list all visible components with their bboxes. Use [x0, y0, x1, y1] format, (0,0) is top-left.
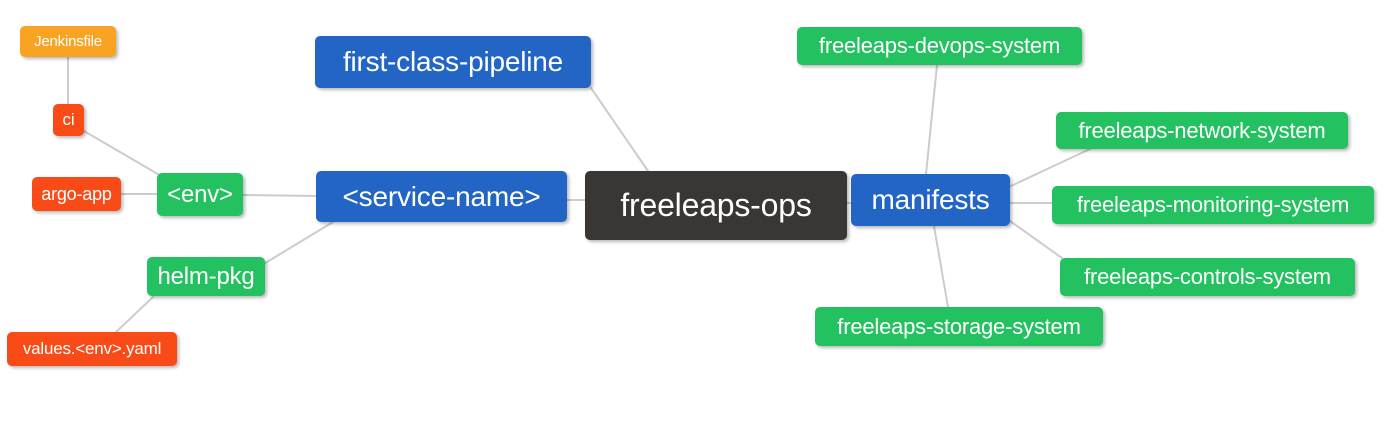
node-jenkinsfile[interactable]: Jenkinsfile	[20, 26, 116, 57]
edge-env-service-name	[242, 194, 317, 197]
edge-values-helm-pkg	[115, 296, 154, 333]
edge-manifests-devops	[925, 64, 938, 175]
node-service-name[interactable]: <service-name>	[316, 171, 567, 222]
node-monitoring-system[interactable]: freeleaps-monitoring-system	[1052, 186, 1374, 224]
edge-pipeline-freeleaps-ops	[590, 87, 649, 172]
edge-manifests-network	[1010, 148, 1091, 187]
node-helm-pkg[interactable]: helm-pkg	[147, 257, 265, 296]
edge-manifests-storage	[933, 225, 949, 308]
edge-helm-pkg-service-name	[261, 221, 334, 266]
node-ci[interactable]: ci	[53, 104, 84, 136]
node-freeleaps-ops[interactable]: freeleaps-ops	[585, 171, 847, 240]
edge-manifests-controls	[1009, 220, 1063, 259]
edge-ci-env	[83, 130, 169, 181]
node-network-system[interactable]: freeleaps-network-system	[1056, 112, 1348, 149]
node-storage-system[interactable]: freeleaps-storage-system	[815, 307, 1103, 346]
node-first-class-pipeline[interactable]: first-class-pipeline	[315, 36, 591, 88]
node-controls-system[interactable]: freeleaps-controls-system	[1060, 258, 1355, 296]
node-values-env-yaml[interactable]: values.<env>.yaml	[7, 332, 177, 366]
node-devops-system[interactable]: freeleaps-devops-system	[797, 27, 1082, 65]
node-manifests[interactable]: manifests	[851, 174, 1010, 226]
node-argo-app[interactable]: argo-app	[32, 177, 121, 211]
node-env[interactable]: <env>	[157, 173, 243, 216]
